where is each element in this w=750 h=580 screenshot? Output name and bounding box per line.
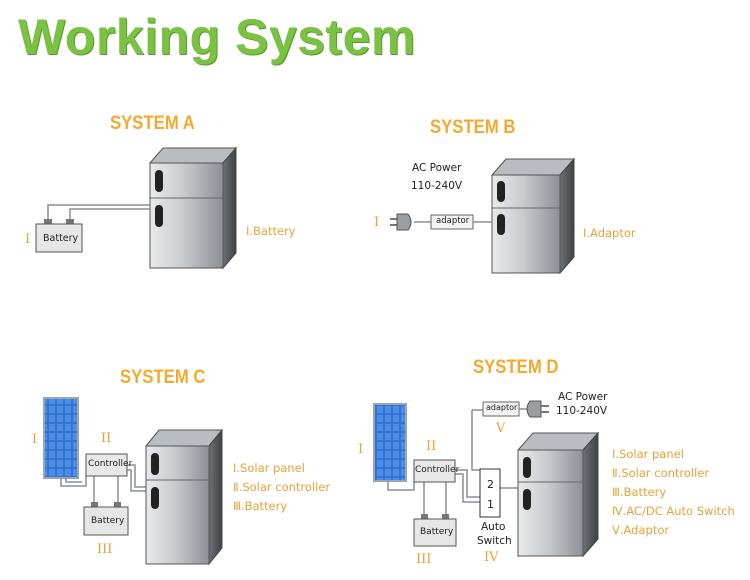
system-b-power-label: AC Power	[412, 162, 462, 174]
system-d-plug-icon	[519, 400, 549, 418]
system-c-battery	[83, 502, 129, 536]
system-c-legend-item-2: Ⅱ.Solar controller	[233, 480, 331, 494]
system-d-legend-item-5: Ⅴ.Adaptor	[612, 523, 670, 537]
system-d-battery	[413, 514, 457, 547]
system-d-switch-position-1: 1	[487, 498, 494, 511]
system-b-legend: Ⅰ.Adaptor	[583, 224, 636, 243]
system-d-adaptor-label: adaptor	[486, 403, 518, 412]
system-c-legend: Ⅰ.Solar panel Ⅱ.Solar controller Ⅲ.Batte…	[233, 459, 330, 516]
system-b-marker-1: I	[374, 215, 380, 230]
system-b-voltage-label: 110-240V	[411, 180, 463, 192]
system-b-heading: SYSTEM B	[430, 117, 516, 138]
system-c-fridge	[144, 428, 224, 566]
system-d-marker-1: I	[358, 442, 364, 457]
system-c-marker-1: I	[32, 432, 38, 447]
system-d-switch-label-line2: Switch	[477, 535, 512, 547]
system-c-controller-label: Controller	[88, 459, 133, 469]
system-a-fridge	[148, 146, 238, 270]
system-d-voltage-label: 110-240V	[556, 405, 608, 417]
system-d-battery-label: Battery	[420, 527, 454, 537]
system-d-marker-2: II	[426, 439, 437, 454]
system-c-marker-3: III	[97, 542, 113, 557]
system-c-legend-item-3: Ⅲ.Battery	[233, 499, 288, 513]
system-d-heading: SYSTEM D	[473, 357, 559, 378]
system-d-fridge	[516, 431, 600, 558]
system-d-auto-switch-box	[479, 468, 501, 518]
system-a-legend-item-1: Ⅰ.Battery	[246, 224, 296, 238]
system-c-battery-label: Battery	[91, 516, 125, 526]
page-title: Working System	[18, 9, 416, 65]
system-d-switch-label-line1: Auto	[481, 521, 506, 533]
system-c-legend-item-1: Ⅰ.Solar panel	[233, 461, 305, 475]
system-d-wires	[387, 409, 518, 514]
system-d-switch-position-2: 2	[487, 478, 494, 491]
system-a-wires	[47, 204, 150, 222]
system-d-solar-panel	[373, 403, 407, 482]
system-a-legend: Ⅰ.Battery	[246, 222, 296, 241]
system-d-legend-item-2: Ⅱ.Solar controller	[612, 466, 710, 480]
system-c-wires	[60, 464, 146, 502]
system-d-legend-item-1: Ⅰ.Solar panel	[612, 447, 684, 461]
system-b-adaptor-label: adaptor	[436, 216, 470, 226]
system-d-marker-4: IV	[484, 550, 499, 565]
system-d-marker-3: III	[416, 552, 432, 567]
system-d-legend-item-3: Ⅲ.Battery	[612, 485, 667, 499]
system-d-power-label: AC Power	[558, 391, 608, 403]
system-d-marker-5: V	[496, 421, 506, 436]
system-c-solar-panel	[43, 397, 79, 479]
system-c-marker-2: II	[101, 431, 112, 446]
system-a-marker-1: I	[25, 232, 31, 247]
system-d-legend: Ⅰ.Solar panel Ⅱ.Solar controller Ⅲ.Batte…	[612, 445, 735, 540]
system-b-fridge	[490, 157, 576, 275]
system-c-controller	[85, 453, 128, 477]
system-b-legend-item-1: Ⅰ.Adaptor	[583, 226, 636, 240]
system-c-heading: SYSTEM C	[120, 367, 206, 388]
system-a-battery-label: Battery	[43, 233, 79, 244]
system-a-heading: SYSTEM A	[110, 113, 195, 134]
system-d-controller	[413, 459, 456, 483]
system-b-plug-icon	[390, 213, 431, 231]
system-d-legend-item-4: Ⅳ.AC/DC Auto Switch	[612, 504, 735, 518]
system-d-controller-label: Controller	[415, 465, 460, 475]
system-a-battery	[35, 219, 83, 253]
